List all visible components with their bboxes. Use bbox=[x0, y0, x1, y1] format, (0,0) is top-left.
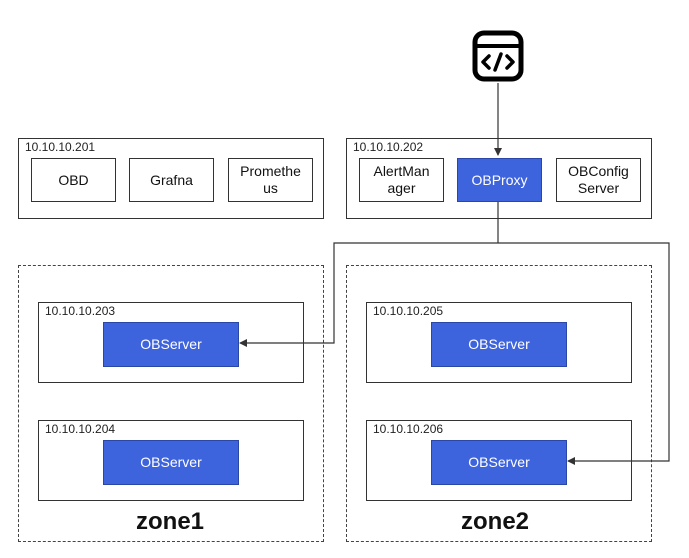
zone1-container bbox=[18, 265, 324, 542]
observer-node: OBServer bbox=[431, 440, 567, 485]
obd-node: OBD bbox=[31, 158, 116, 202]
host-ip-label: 10.10.10.202 bbox=[353, 140, 424, 154]
obproxy-node: OBProxy bbox=[457, 158, 542, 202]
host-ip-label: 10.10.10.206 bbox=[373, 422, 444, 436]
obconfig-server-node: OBConfig Server bbox=[556, 158, 641, 202]
prometheus-node: Promethe us bbox=[228, 158, 313, 202]
alertmanager-node: AlertMan ager bbox=[359, 158, 444, 202]
observer-node: OBServer bbox=[431, 322, 567, 367]
host-ip-label: 10.10.10.204 bbox=[45, 422, 116, 436]
host-ip-label: 10.10.10.201 bbox=[25, 140, 96, 154]
host-10-10-10-204: 10.10.10.204 OBServer bbox=[38, 420, 304, 501]
host-10-10-10-201: 10.10.10.201 OBD Grafna Promethe us bbox=[18, 138, 324, 219]
zone1-label: zone1 bbox=[136, 508, 205, 535]
obproxy-to-zone1-observer-arrow bbox=[239, 242, 498, 347]
host-ip-label: 10.10.10.203 bbox=[45, 304, 116, 318]
code-window-icon bbox=[472, 30, 524, 82]
observer-node: OBServer bbox=[103, 322, 239, 367]
obproxy-to-zone2-observer-arrow bbox=[498, 242, 670, 465]
observer-node: OBServer bbox=[103, 440, 239, 485]
host-ip-label: 10.10.10.205 bbox=[373, 304, 444, 318]
host-10-10-10-205: 10.10.10.205 OBServer bbox=[366, 302, 632, 383]
zone2-container bbox=[346, 265, 652, 542]
grafana-node: Grafna bbox=[129, 158, 214, 202]
zone2-label: zone2 bbox=[461, 508, 530, 535]
host-10-10-10-203: 10.10.10.203 OBServer bbox=[38, 302, 304, 383]
host-10-10-10-206: 10.10.10.206 OBServer bbox=[366, 420, 632, 501]
